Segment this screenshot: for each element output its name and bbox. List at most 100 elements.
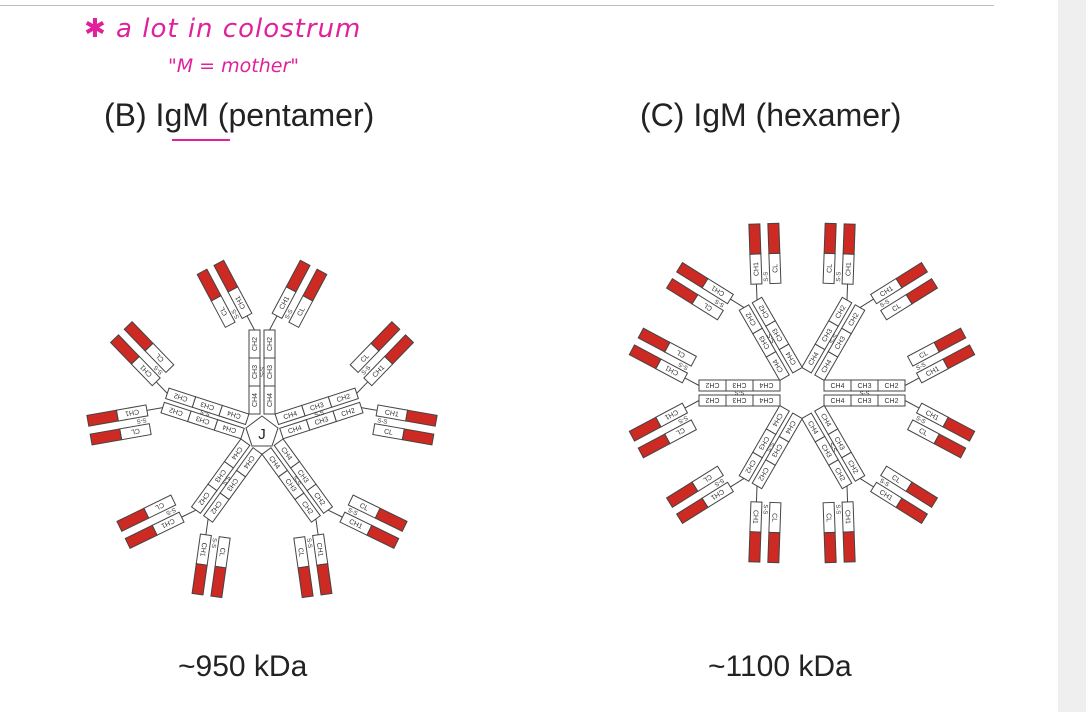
j-chain: J — [245, 415, 279, 447]
hinge-line — [205, 518, 209, 535]
variable-domain — [628, 344, 662, 370]
variable-domain — [297, 565, 314, 599]
variable-domain — [285, 259, 311, 293]
disulfide-bond-label: S-S — [878, 478, 890, 488]
disulfide-bond-label: S-S — [285, 309, 295, 321]
domain-label-ch2: CH2 — [884, 383, 898, 390]
disulfide-bond-label: S-S — [136, 416, 147, 424]
domain-label-cl: CL — [219, 305, 229, 316]
variable-domain — [86, 409, 119, 427]
variable-domain — [116, 507, 150, 532]
domain-label-cl: CL — [675, 348, 686, 358]
hinge-line — [904, 400, 920, 409]
variable-domain — [895, 497, 929, 525]
disulfide-bond-label: S-S — [305, 538, 312, 549]
variable-domain — [89, 428, 123, 446]
hinge-line — [361, 407, 378, 411]
variable-domain — [213, 259, 239, 293]
constant-domain-ch2 — [164, 387, 197, 408]
domain-label-ch1: CH1 — [843, 510, 850, 524]
hinge-line — [146, 407, 163, 411]
hinge-line — [904, 377, 920, 386]
hexamer-title: (C) IgM (hexamer) — [640, 97, 902, 133]
disulfide-bond-label: S-S — [767, 332, 777, 344]
disulfide-bond-label: S-S — [915, 362, 927, 372]
variable-domain — [675, 261, 709, 289]
constant-domain-ch2 — [738, 451, 763, 482]
hinge-line — [846, 485, 849, 502]
domain-label-cl: CL — [891, 303, 902, 314]
domain-label-ch1: CH1 — [124, 407, 139, 416]
hinge-line — [730, 298, 745, 308]
domain-label-ch4: CH4 — [830, 383, 844, 390]
hinge-line — [755, 284, 758, 301]
variable-domain — [124, 524, 158, 550]
variable-domain — [637, 433, 671, 459]
variable-domain — [374, 507, 408, 532]
variable-domain — [383, 334, 415, 365]
variable-domain — [933, 327, 967, 353]
j-chain-shape — [245, 415, 279, 447]
domain-label-cl: CL — [701, 473, 712, 484]
domain-label-ch3: CH3 — [267, 365, 274, 379]
disulfide-bond-label: S-S — [291, 476, 302, 488]
disulfide-bond-label: S-S — [165, 506, 177, 516]
hinge-line — [155, 381, 168, 394]
domain-label-ch2: CH2 — [705, 396, 719, 403]
variable-domain — [196, 268, 222, 302]
hinge-line — [684, 377, 700, 386]
variable-domain — [823, 222, 837, 255]
domain-label-ch2: CH2 — [267, 337, 274, 351]
domain-label-cl: CL — [772, 264, 779, 273]
variable-domain — [628, 416, 662, 442]
domain-label-ch1: CH1 — [384, 409, 399, 418]
domain-label-cl: CL — [824, 513, 831, 522]
variable-domain — [942, 416, 976, 442]
disulfide-bond-label: S-S — [734, 389, 744, 395]
domain-label-ch2: CH2 — [168, 405, 184, 416]
domain-label-ch1: CH1 — [753, 262, 760, 276]
domain-label-ch4: CH4 — [759, 396, 773, 403]
top-divider-line — [0, 5, 994, 6]
disulfide-bond-label: S-S — [836, 272, 842, 282]
domain-label-cl: CL — [154, 501, 165, 511]
domain-label-cl: CL — [702, 301, 713, 312]
domain-label-cl: CL — [383, 428, 393, 436]
constant-domain-ch2 — [294, 492, 322, 523]
variable-domain — [665, 481, 699, 508]
domain-label-cl: CL — [826, 264, 833, 273]
constant-domain-ch2 — [841, 451, 866, 482]
disulfide-bond-label: S-S — [153, 364, 164, 375]
variable-domain — [637, 327, 671, 353]
domain-label-cl: CL — [130, 426, 140, 434]
domain-label-ch2: CH2 — [173, 391, 189, 402]
disulfide-bond-label: S-S — [347, 508, 359, 518]
variable-domain — [933, 433, 967, 459]
variable-domain — [665, 278, 699, 305]
hexamer-mass: ~1100 kDa — [708, 650, 852, 683]
domain-label-ch3: CH3 — [857, 398, 871, 405]
hinge-line — [315, 518, 319, 535]
domain-label-ch4: CH4 — [226, 409, 242, 420]
disulfide-bond-label: S-S — [827, 442, 837, 454]
variable-domain — [370, 320, 401, 352]
domain-label-cl: CL — [890, 474, 901, 485]
domain-label-ch3: CH3 — [732, 396, 746, 403]
variable-domain — [842, 223, 856, 255]
variable-domain — [210, 565, 227, 599]
constant-domain-ch2 — [332, 401, 364, 423]
